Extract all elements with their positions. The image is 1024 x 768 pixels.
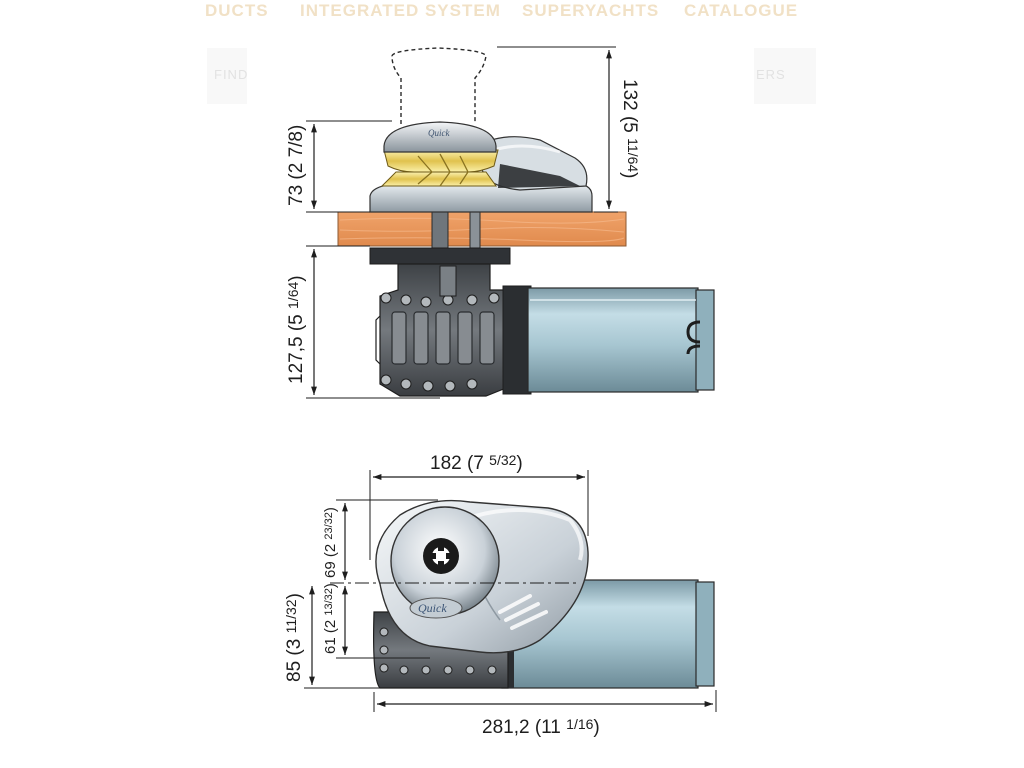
dim-label-132: 132 (5 11/64) [619,79,641,178]
gypsy-wheel [380,149,499,187]
drive-shaft [431,209,449,251]
dashed-rope-envelope [391,47,487,124]
mounting-flange [369,247,511,265]
dim-label-182: 182 (7 5/32) [430,452,523,474]
dim-label-73: 73 (2 7/8) [286,125,307,206]
dim-label-61: 61 (2 13/32) [322,583,339,654]
background-nav: DUCTS INTEGRATED SYSTEM SUPERYACHTS CATA… [205,0,817,24]
dim-label-85: 85 (3 11/32) [283,593,305,682]
dim-label-281: 281,2 (11 1/16) [482,716,600,738]
drum-cap [383,121,497,153]
nav-item-integrated-system[interactable]: INTEGRATED SYSTEM [300,1,501,20]
dim-label-69: 69 (2 23/32) [322,507,339,578]
nav-item-superyachts[interactable]: SUPERYACHTS [522,1,660,20]
splined-shaft-hole [423,538,459,574]
quick-logo-side: Quick [428,128,450,138]
dim-label-127: 127,5 (5 1/64) [285,275,307,384]
gearbox [375,263,507,397]
quick-logo-top: Quick [418,601,447,615]
find-bar-label: FIND [214,67,249,82]
background-find-bar[interactable]: FIND [207,48,247,104]
side-view: Quick [285,46,715,399]
top-view: Quick 182 (7 5/32) 69 (2 23/32) 61 (2 13… [283,452,717,738]
background-dealers-bar[interactable]: ERS [754,48,816,104]
nav-item-products[interactable]: DUCTS [205,1,269,20]
nav-item-catalogue[interactable]: CATALOGUE [684,1,799,20]
dealers-bar-label: ERS [756,67,786,82]
electric-motor [502,285,715,395]
